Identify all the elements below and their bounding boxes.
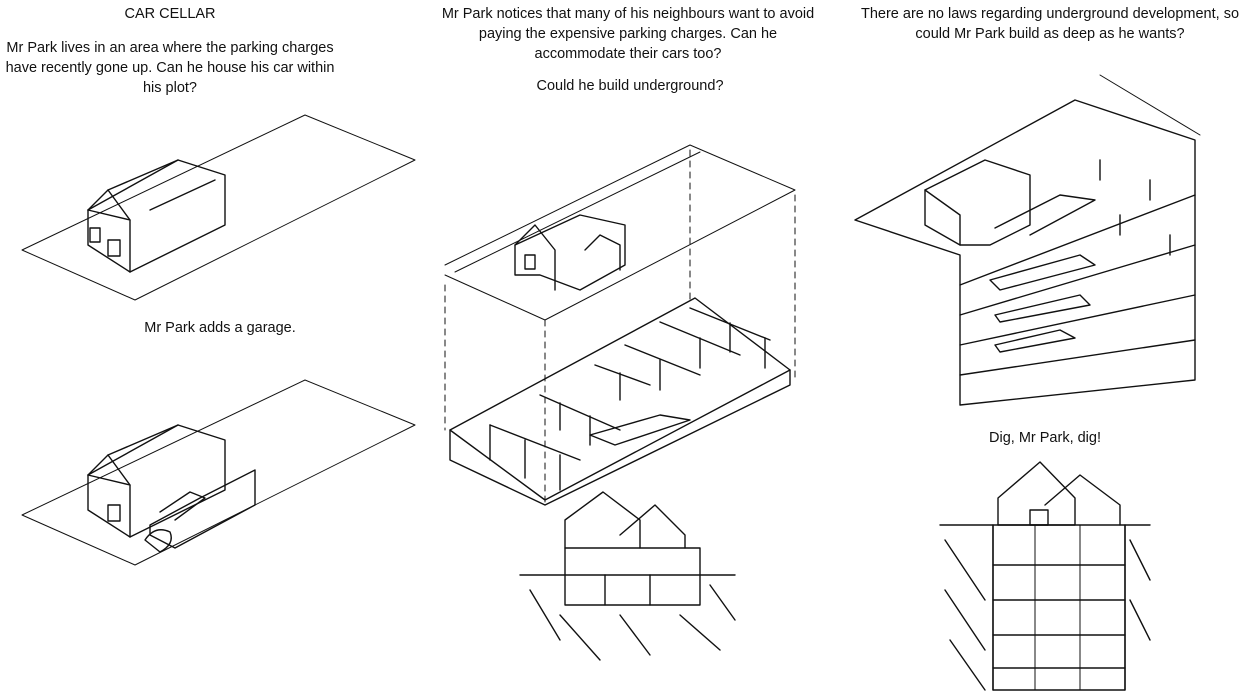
- caption-neighbours: Mr Park notices that many of his neighbo…: [441, 6, 815, 62]
- title-car-cellar: CAR CELLAR: [124, 6, 216, 22]
- sketch-section-basement: [519, 491, 736, 661]
- caption-no-laws: There are no laws regarding underground …: [860, 6, 1240, 42]
- caption-adds-garage: Mr Park adds a garage.: [144, 320, 296, 336]
- caption-dig: Dig, Mr Park, dig!: [989, 430, 1101, 446]
- caption-build-underground: Could he build underground?: [536, 78, 724, 94]
- sketch-underground-car-park: [444, 144, 796, 506]
- sketch-house-on-plot: [21, 114, 416, 301]
- sketch-house-with-garage: [21, 379, 416, 566]
- caption-house-plot: Mr Park lives in an area where the parki…: [5, 40, 335, 96]
- sketch-deep-multistorey: [854, 74, 1201, 406]
- sketch-deep-section: [939, 461, 1151, 691]
